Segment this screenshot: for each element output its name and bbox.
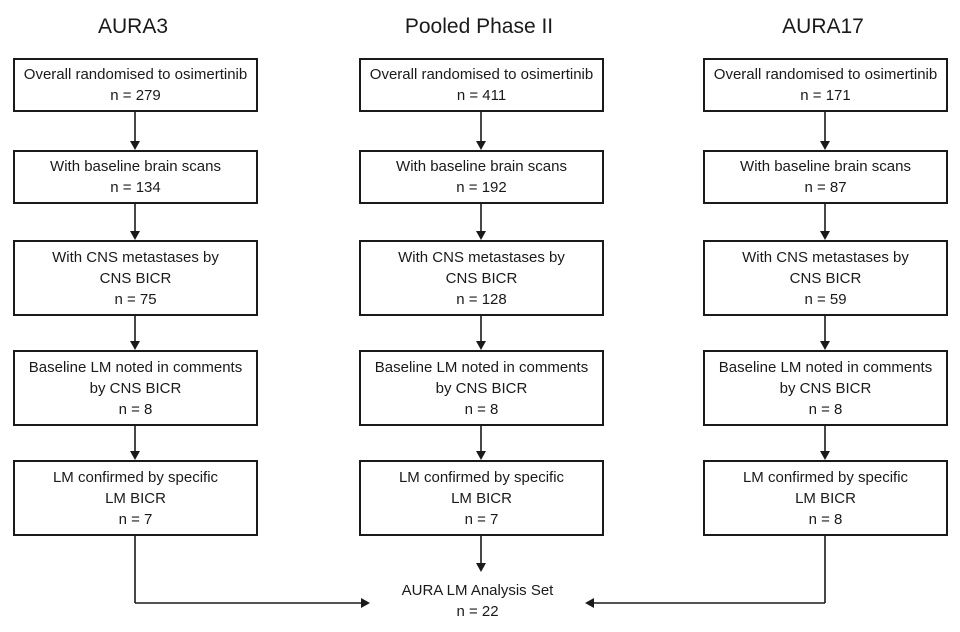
arrowhead-down	[476, 231, 486, 240]
aura17-cns-metastases-box: With CNS metastases by CNS BICR n = 59	[703, 240, 948, 316]
box-line: LM confirmed by specific	[742, 468, 909, 486]
box-line: With CNS metastases by	[742, 248, 909, 266]
arrowhead-left	[585, 598, 594, 608]
box-line: LM confirmed by specific	[52, 468, 219, 486]
box-line: With CNS metastases by	[398, 248, 565, 266]
aura17-baseline-lm-box: Baseline LM noted in comments by CNS BIC…	[703, 350, 948, 426]
box-line: LM BICR	[451, 489, 512, 507]
box-line: CNS BICR	[99, 269, 172, 287]
analysis-set-label: AURA LM Analysis Set	[401, 582, 554, 599]
column-title-pooled-phase-ii: Pooled Phase II	[404, 15, 554, 38]
box-count: n = 8	[118, 400, 153, 418]
box-count: n = 134	[110, 179, 161, 196]
arrowhead-down	[820, 451, 830, 460]
box-count: n = 59	[804, 290, 847, 308]
pooled-randomised-box: Overall randomised to osimertinib n = 41…	[359, 58, 604, 112]
aura17-brain-scans-box: With baseline brain scans n = 87	[703, 150, 948, 204]
pooled-baseline-lm-box: Baseline LM noted in comments by CNS BIC…	[359, 350, 604, 426]
box-count: n = 171	[800, 87, 851, 104]
box-line: Baseline LM noted in comments	[28, 358, 243, 376]
analysis-set-node: AURA LM Analysis Set n = 22	[370, 580, 585, 622]
box-line: by CNS BICR	[779, 379, 872, 397]
box-line: Overall randomised to osimertinib	[713, 66, 938, 83]
box-line: Baseline LM noted in comments	[374, 358, 589, 376]
arrowhead-down	[130, 231, 140, 240]
arrowhead-right	[361, 598, 370, 608]
box-count: n = 8	[464, 400, 499, 418]
box-count: n = 75	[114, 290, 157, 308]
aura3-lm-confirmed-box: LM confirmed by specific LM BICR n = 7	[13, 460, 258, 536]
box-line: by CNS BICR	[89, 379, 182, 397]
arrowhead-down	[820, 141, 830, 150]
arrowhead-down	[130, 341, 140, 350]
aura3-baseline-lm-box: Baseline LM noted in comments by CNS BIC…	[13, 350, 258, 426]
box-line: LM confirmed by specific	[398, 468, 565, 486]
box-count: n = 192	[456, 179, 507, 196]
arrowhead-down	[130, 141, 140, 150]
aura17-randomised-box: Overall randomised to osimertinib n = 17…	[703, 58, 948, 112]
arrowhead-down	[476, 563, 486, 572]
box-count: n = 279	[110, 87, 161, 104]
aura17-lm-confirmed-box: LM confirmed by specific LM BICR n = 8	[703, 460, 948, 536]
box-count: n = 128	[456, 290, 507, 308]
box-count: n = 7	[464, 510, 499, 528]
arrowhead-down	[476, 141, 486, 150]
box-line: With baseline brain scans	[50, 158, 221, 175]
aura3-cns-metastases-box: With CNS metastases by CNS BICR n = 75	[13, 240, 258, 316]
box-line: Baseline LM noted in comments	[718, 358, 933, 376]
arrowhead-down	[476, 451, 486, 460]
box-line: With baseline brain scans	[740, 158, 911, 175]
box-line: by CNS BICR	[435, 379, 528, 397]
box-line: LM BICR	[795, 489, 856, 507]
column-title-aura3: AURA3	[97, 15, 169, 38]
analysis-set-count: n = 22	[456, 603, 499, 620]
pooled-cns-metastases-box: With CNS metastases by CNS BICR n = 128	[359, 240, 604, 316]
box-count: n = 8	[808, 400, 843, 418]
box-line: Overall randomised to osimertinib	[23, 66, 248, 83]
box-line: CNS BICR	[789, 269, 862, 287]
box-count: n = 7	[118, 510, 153, 528]
box-count: n = 8	[808, 510, 843, 528]
arrowhead-down	[476, 341, 486, 350]
box-line: With CNS metastases by	[52, 248, 219, 266]
box-line: With baseline brain scans	[396, 158, 567, 175]
aura3-randomised-box: Overall randomised to osimertinib n = 27…	[13, 58, 258, 112]
arrowhead-down	[820, 341, 830, 350]
box-count: n = 87	[804, 179, 847, 196]
box-line: LM BICR	[105, 489, 166, 507]
box-line: CNS BICR	[445, 269, 518, 287]
arrowhead-down	[130, 451, 140, 460]
arrowhead-down	[820, 231, 830, 240]
pooled-lm-confirmed-box: LM confirmed by specific LM BICR n = 7	[359, 460, 604, 536]
pooled-brain-scans-box: With baseline brain scans n = 192	[359, 150, 604, 204]
box-count: n = 411	[456, 87, 507, 104]
box-line: Overall randomised to osimertinib	[369, 66, 594, 83]
aura3-brain-scans-box: With baseline brain scans n = 134	[13, 150, 258, 204]
column-title-aura17: AURA17	[782, 15, 864, 38]
